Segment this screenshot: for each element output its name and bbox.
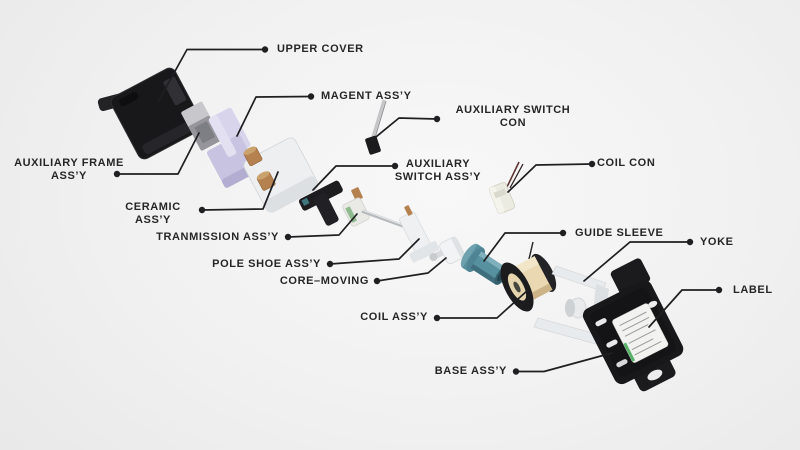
- leader-guide-sleeve: [483, 232, 564, 262]
- magent-assy-part: [206, 107, 259, 188]
- leader-auxiliary-switch-con: [370, 117, 438, 142]
- leader-base-assy: [515, 352, 613, 373]
- label-ceramic-assy: CERAMIC ASS’Y: [125, 201, 181, 226]
- leader-tranmission-assy: [287, 213, 358, 238]
- upper-cover-part: [97, 67, 204, 160]
- leader-upper-cover: [157, 48, 266, 103]
- label-label: LABEL: [733, 284, 773, 296]
- auxiliary-switch-assy-part: [298, 180, 343, 226]
- label-auxiliary-switch-assy: AUXILIARY SWITCH ASS’Y: [394, 158, 482, 183]
- label-auxiliary-switch-con: AUXILIARY SWITCH CON: [455, 104, 571, 129]
- label-yoke: YOKE: [700, 236, 734, 248]
- leader-yoke: [583, 241, 691, 282]
- coil-con-part: [488, 161, 524, 214]
- leader-coil-con: [507, 163, 593, 193]
- leader-magent-assy: [236, 95, 312, 137]
- leader-core-moving: [376, 257, 447, 282]
- label-upper-cover: UPPER COVER: [277, 43, 364, 55]
- leader-label: [648, 289, 720, 328]
- leader-dots: [113, 46, 723, 375]
- leader-auxiliary-switch-assy: [312, 165, 396, 191]
- label-core-moving: CORE–MOVING: [279, 275, 369, 287]
- auxiliary-switch-con-part: [365, 99, 387, 155]
- core-moving-part: [429, 236, 465, 264]
- label-base-assy: BASE ASS’Y: [434, 365, 507, 377]
- leader-auxiliary-frame-assy: [116, 132, 200, 175]
- guide-sleeve-part: [460, 243, 508, 285]
- label-guide-sleeve: GUIDE SLEEVE: [575, 227, 664, 239]
- pole-shoe-assy-part: [398, 205, 440, 263]
- leader-coil-assy: [436, 289, 529, 319]
- base-assy-part: [582, 258, 684, 392]
- leader-ceramic-assy: [201, 171, 279, 211]
- label-pole-shoe-assy: POLE SHOE ASS’Y: [212, 258, 321, 270]
- label-coil-con: COIL CON: [597, 157, 656, 169]
- label-coil-assy: COIL ASS’Y: [360, 311, 428, 323]
- label-auxiliary-frame-assy: AUXILIARY FRAME ASS’Y: [14, 157, 124, 182]
- label-magent-assy: MAGENT ASS’Y: [321, 90, 412, 102]
- leader-pole-shoe-assy: [329, 238, 420, 265]
- coil-assy-part: [500, 241, 557, 312]
- ceramic-assy-part: [243, 137, 319, 213]
- leader-lines: [116, 48, 720, 373]
- base-label-sticker: [612, 303, 669, 363]
- label-tranmission-assy: TRANMISSION ASS’Y: [156, 231, 279, 243]
